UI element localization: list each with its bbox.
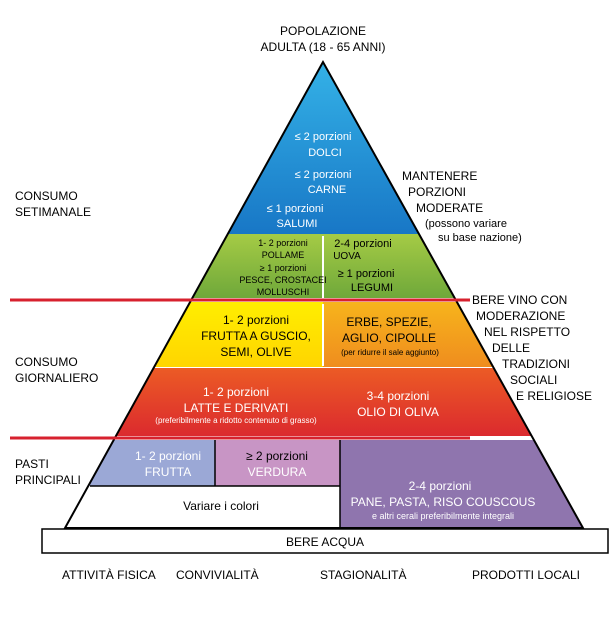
footer-local-products: PRODOTTI LOCALI xyxy=(472,568,580,582)
meat-label: CARNE xyxy=(308,184,347,196)
note-moderate-sub-2: su base nazione) xyxy=(438,232,522,244)
grains-label: PANE, PASTA, RISO COUSCOUS xyxy=(351,495,536,509)
water-bar xyxy=(41,528,609,554)
note-wine-7: E RELIGIOSE xyxy=(516,389,592,403)
footer-physical-activity: ATTIVITÀ FISICA xyxy=(62,567,156,582)
cured-portion: ≤ 1 porzioni xyxy=(267,203,324,215)
oil-label: OLIO DI OLIVA xyxy=(357,405,439,419)
sweets-label: DOLCI xyxy=(308,147,342,159)
note-moderate-sub-1: (possono variare xyxy=(425,218,507,230)
pyramid-outline xyxy=(63,59,585,529)
nuts-label-1: FRUTTA A GUSCIO, xyxy=(201,329,311,343)
poultry-portion: 1- 2 porzioni xyxy=(258,238,308,248)
veg-portion: ≥ 2 porzioni xyxy=(246,449,308,463)
note-wine-3: NEL RISPETTO xyxy=(484,325,570,339)
eggs-label: UOVA xyxy=(333,251,361,262)
tier-veg-pink xyxy=(215,440,340,486)
poultry-label: POLLAME xyxy=(262,250,305,260)
tier-red xyxy=(65,368,583,436)
fruit-label: FRUTTA xyxy=(145,465,191,479)
meat-portion: ≤ 2 porzioni xyxy=(295,169,352,181)
note-wine-5: TRADIZIONI xyxy=(502,357,570,371)
note-wine-6: SOCIALI xyxy=(510,373,557,387)
base-separators xyxy=(90,440,341,528)
tier-colors-white xyxy=(65,486,340,528)
label-daily-1: CONSUMO xyxy=(15,355,78,369)
header-line2: ADULTA (18 - 65 ANNI) xyxy=(261,40,386,54)
grains-note: e altri cerali preferibilmente integrali xyxy=(372,511,514,521)
label-weekly-2: SETIMANALE xyxy=(15,205,91,219)
label-meals-1: PASTI xyxy=(15,457,49,471)
nuts-portion: 1- 2 porzioni xyxy=(223,313,289,327)
legumes-label: LEGUMI xyxy=(351,282,393,294)
cured-label: SALUMI xyxy=(277,218,318,230)
dairy-label: LATTE E DERIVATI xyxy=(184,401,289,415)
note-moderate-3: MODERATE xyxy=(416,201,483,215)
label-weekly-1: CONSUMO xyxy=(15,189,78,203)
legumes-portion: ≥ 1 porzioni xyxy=(338,268,395,280)
footer-conviviality: CONVIVIALITÀ xyxy=(176,567,259,582)
herbs-label-2: AGLIO, CIPOLLE xyxy=(342,331,436,345)
herbs-label-1: ERBE, SPEZIE, xyxy=(346,315,431,329)
herbs-note: (per ridurre il sale aggiunto) xyxy=(341,348,439,357)
note-wine-1: BERE VINO CON xyxy=(472,293,567,307)
label-meals-2: PRINCIPALI xyxy=(15,473,81,487)
nuts-label-2: SEMI, OLIVE xyxy=(220,345,291,359)
dairy-portion: 1- 2 porzioni xyxy=(203,385,269,399)
dairy-note: (preferibilmente a ridotto contenuto di … xyxy=(155,416,317,425)
grains-portion: 2-4 porzioni xyxy=(409,479,472,493)
water-label: BERE ACQUA xyxy=(286,535,364,549)
fish-label-2: MOLLUSCHI xyxy=(257,287,310,297)
fish-label-1: PESCE, CROSTACEI xyxy=(239,275,326,285)
note-wine-4: DELLE xyxy=(492,341,530,355)
eggs-portion: 2-4 porzioni xyxy=(334,238,391,250)
colors-label: Variare i colori xyxy=(183,499,259,513)
note-moderate-2: PORZIONI xyxy=(408,185,466,199)
sweets-portion: ≤ 2 porzioni xyxy=(295,131,352,143)
footer-seasonality: STAGIONALITÀ xyxy=(320,567,406,582)
fish-portion: ≥ 1 porzioni xyxy=(260,263,306,273)
note-wine-2: MODERAZIONE xyxy=(476,309,565,323)
oil-portion: 3-4 porzioni xyxy=(367,389,430,403)
label-daily-2: GIORNALIERO xyxy=(15,371,98,385)
fruit-portion: 1- 2 porzioni xyxy=(135,449,201,463)
veg-label: VERDURA xyxy=(248,465,307,479)
header-line1: POPOLAZIONE xyxy=(280,24,366,38)
note-moderate-1: MANTENERE xyxy=(402,169,477,183)
